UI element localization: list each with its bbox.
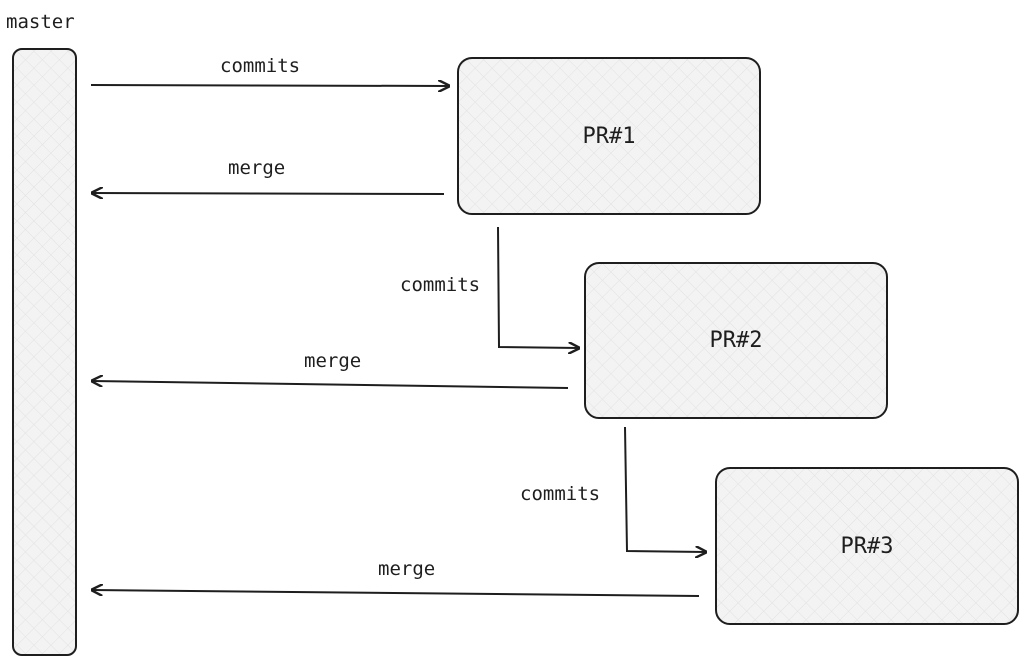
arrow-pr3-to-master (92, 590, 700, 597)
pr3-node (715, 467, 1019, 625)
arrow-master-to-pr1 (90, 85, 449, 86)
arrow-pr1-to-master (92, 193, 445, 194)
edge-label-merge-2: merge (304, 350, 361, 372)
pr1-label: PR#1 (583, 124, 636, 149)
edge-label-commits-1: commits (220, 55, 300, 77)
pr2-node (584, 262, 888, 419)
pr2-label: PR#2 (710, 328, 763, 353)
edge-label-commits-3: commits (520, 483, 600, 505)
master-label: master (6, 11, 75, 33)
arrow-pr2-to-pr3 (624, 426, 706, 552)
pr1-node (457, 57, 761, 215)
arrow-pr1-to-pr2 (497, 226, 579, 348)
master-branch-bar (12, 48, 77, 656)
edge-label-merge-1: merge (228, 157, 285, 179)
edge-label-commits-2: commits (400, 274, 480, 296)
pr3-label: PR#3 (841, 534, 894, 559)
edge-label-merge-3: merge (378, 558, 435, 580)
arrow-pr2-to-master (92, 381, 569, 389)
